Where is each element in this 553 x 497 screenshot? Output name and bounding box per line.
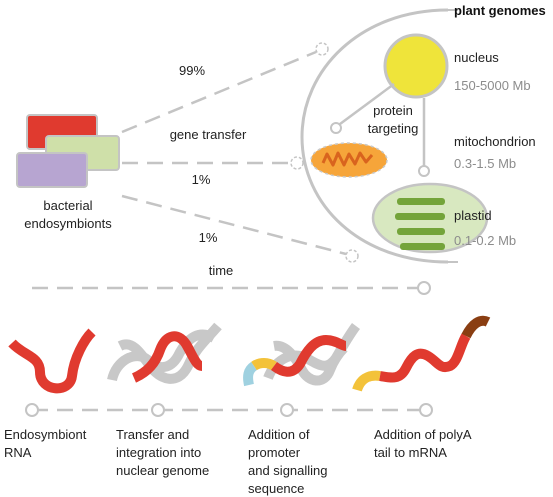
plant-cell: plant genomes nucleus 150-5000 Mb protei… [300,3,546,264]
nucleus-label: nucleus [454,50,499,65]
dna-strand-back [107,329,217,382]
mitochondrion-shape [310,142,388,178]
timeline-node-1 [25,403,39,417]
step-4-line-2: tail to mRNA [374,445,447,460]
signal-segment [251,358,277,371]
mitochondrion-cristae [321,151,374,167]
gene-transfer-label: gene transfer [170,127,247,142]
cell-membrane [300,8,449,264]
step-3-line-2: promoter [248,445,301,460]
endpoint-mitochondrion [290,156,304,170]
transfer-endpoints [290,42,431,295]
step-1-strand [8,328,96,394]
step-1-line-2: RNA [4,445,32,460]
dna-strand-front [117,322,222,384]
polya-tail [461,315,491,339]
endpoint-plastid [345,249,359,263]
time-label: time [209,263,234,278]
plastid-thylakoids [395,198,445,250]
rna-strand [8,328,96,394]
endpoint-nucleus [315,42,329,56]
dna-strand-front [273,340,348,386]
plastid-label: plastid [454,208,492,223]
pct-nucleus: 99% [179,63,205,78]
bottom-timeline [25,403,433,417]
step-4-strand [352,315,491,392]
transfer-line-nucleus [121,50,317,134]
timeline-node-4 [419,403,433,417]
step-2-line-1: Transfer and [116,427,189,442]
pct-mitochondrion: 1% [192,172,211,187]
step-2-line-2: integration into [116,445,201,460]
nucleus-shape [383,33,449,99]
step-1-line-1: Endosymbiont [4,427,87,442]
step-2-line-3: nuclear genome [116,463,209,478]
rna-insert [131,331,204,383]
timeline-node-2 [151,403,165,417]
transfer-lines [32,50,418,290]
plastid-size: 0.1-0.2 Mb [454,233,516,248]
mitochondrion-size: 0.3-1.5 Mb [454,156,516,171]
rna-insert [271,334,347,377]
plant-genomes-title: plant genomes [454,3,546,18]
bacteria-label-2: endosymbionts [24,216,112,231]
transfer-line-plastid [121,194,347,256]
step-labels: Endosymbiont RNA Transfer and integratio… [4,427,472,496]
signal-segment [352,370,381,392]
targeting-line-left [339,82,395,126]
step-3-line-4: sequence [248,481,304,496]
mrna-strand [379,333,471,383]
bacterium-purple [16,152,88,188]
timeline-node-3 [280,403,294,417]
step-3-line-3: and signalling [248,463,328,478]
targeting-node-right [418,165,430,177]
pct-plastid: 1% [199,230,218,245]
protein-targeting-label-1: protein [373,103,413,118]
mitochondrion-label: mitochondrion [454,134,536,149]
protein-targeting-label-2: targeting [368,121,419,136]
endpoint-time [417,281,431,295]
step-4-line-1: Addition of polyA [374,427,472,442]
promoter-segment [243,361,258,387]
bacteria-label-1: bacterial [43,198,92,213]
step-2-strand [107,322,222,384]
targeting-node-left [330,122,342,134]
step-3-strand [243,323,361,387]
bacteria-cluster: bacterial endosymbionts [16,114,120,231]
step-3-line-1: Addition of [248,427,310,442]
dna-strand-back [263,323,361,381]
nucleus-size: 150-5000 Mb [454,78,531,93]
